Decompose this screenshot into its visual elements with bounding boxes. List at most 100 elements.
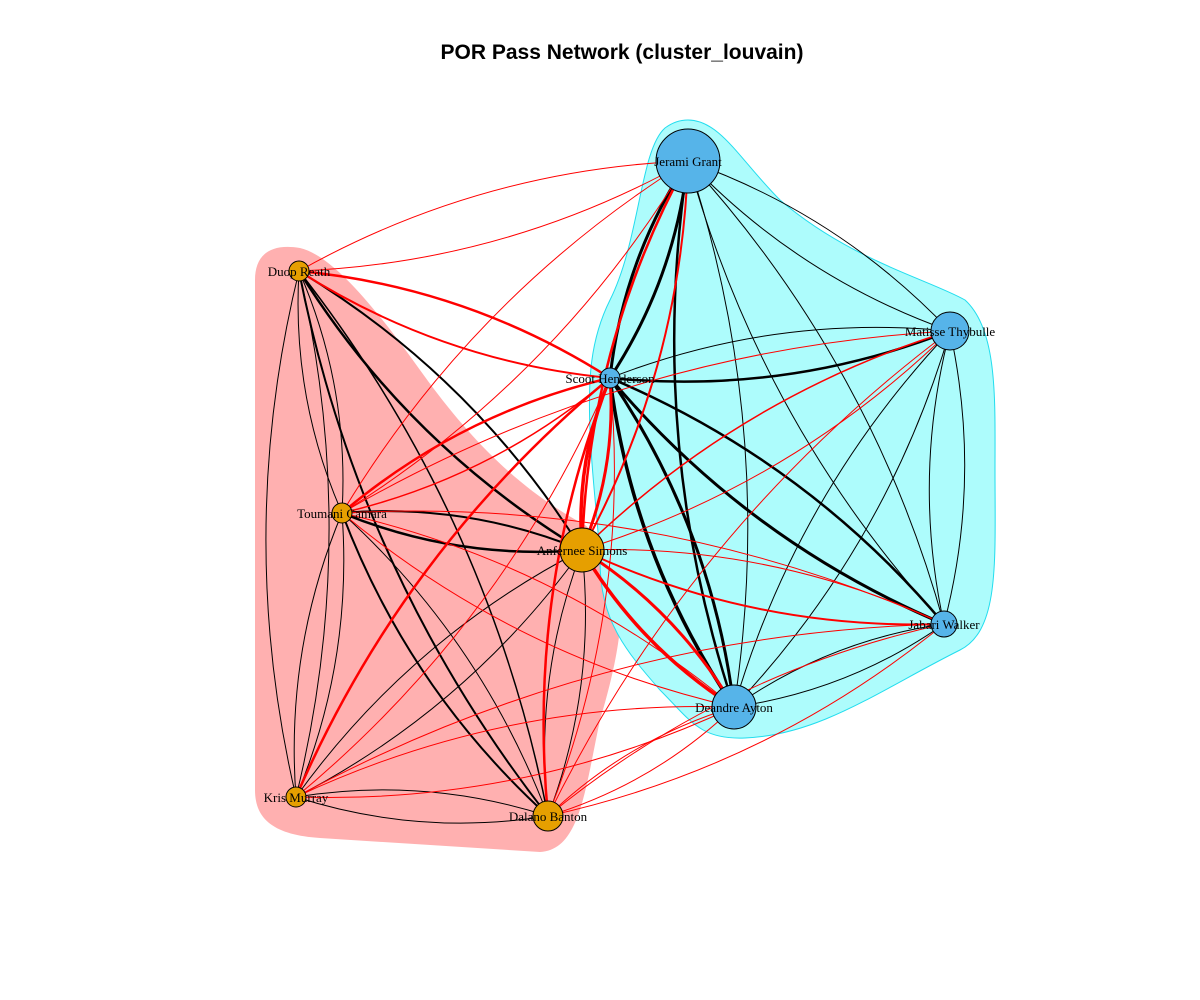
edge-grant-camara (341, 160, 689, 514)
edge-thybulle-camara (341, 330, 951, 514)
edge-murray-simons (295, 549, 583, 798)
node-circle-walker (930, 610, 958, 638)
node-circle-grant (655, 128, 721, 194)
edge-ayton-banton (547, 706, 735, 817)
edge-murray-reath (295, 270, 330, 798)
edge-murray-henderson (295, 377, 611, 798)
edge-banton-henderson (547, 377, 615, 817)
cluster-hull-b (588, 119, 996, 739)
edge-banton-simons (547, 549, 586, 817)
node-circle-reath (288, 260, 310, 282)
node-label-ayton: Deandre Ayton (695, 700, 773, 715)
edge-ayton-camara (341, 512, 735, 708)
node-murray: Kris Murray (264, 786, 329, 808)
edge-thybulle-grant (687, 160, 951, 332)
edge-banton-murray (295, 789, 549, 817)
node-circle-henderson (599, 367, 621, 389)
edge-henderson-thybulle (609, 329, 951, 383)
edge-grant-walker (687, 160, 945, 625)
edge-walker-camara (341, 510, 945, 625)
edge-thybulle-simons (581, 330, 951, 551)
edge-henderson-banton (542, 377, 612, 817)
node-camara: Toumani Camara (297, 502, 387, 524)
edge-reath-henderson (298, 270, 611, 379)
edge-camara-reath (298, 270, 344, 514)
edge-simons-murray (295, 549, 583, 798)
edge-thybulle-ayton (733, 330, 951, 708)
node-henderson: Scoot Henderson (565, 367, 655, 389)
node-reath: Duop Reath (268, 260, 331, 282)
node-label-walker: Jabari Walker (908, 617, 980, 632)
node-label-murray: Kris Murray (264, 790, 329, 805)
edge-henderson-murray (294, 377, 611, 798)
edge-reath-grant (298, 160, 689, 272)
node-label-henderson: Scoot Henderson (565, 371, 655, 386)
edge-grant-ayton (672, 160, 736, 708)
node-thybulle: Matisse Thybulle (905, 311, 996, 351)
edge-walker-ayton (733, 623, 945, 708)
node-banton: Dalano Banton (509, 800, 588, 832)
edge-henderson-walker (608, 377, 945, 626)
node-circle-murray (285, 786, 307, 808)
edge-camara-banton (341, 512, 549, 817)
node-walker: Jabari Walker (908, 610, 980, 638)
node-circle-simons (559, 527, 605, 573)
edge-simons-grant (581, 160, 689, 551)
edge-reath-banton (298, 270, 549, 817)
edge-murray-ayton (295, 706, 735, 799)
edge-simons-reath (298, 270, 583, 551)
cluster-hulls (255, 119, 996, 852)
node-label-thybulle: Matisse Thybulle (905, 324, 996, 339)
edge-murray-banton (295, 796, 549, 824)
edge-simons-ayton (580, 549, 735, 709)
edge-grant-thybulle (687, 160, 951, 332)
node-label-reath: Duop Reath (268, 264, 331, 279)
edge-reath-murray (265, 270, 300, 798)
edge-thybulle-banton (547, 330, 951, 817)
edge-ayton-thybulle (733, 330, 951, 708)
edge-grant-reath (298, 160, 689, 272)
edge-simons-walker (581, 549, 945, 626)
edge-ayton-murray (295, 705, 735, 798)
edge-walker-murray (295, 623, 945, 798)
node-ayton: Deandre Ayton (695, 684, 773, 730)
node-circle-thybulle (930, 311, 970, 351)
node-label-camara: Toumani Camara (297, 506, 387, 521)
chart-title: POR Pass Network (cluster_louvain) (441, 41, 804, 64)
edge-banton-camara (341, 512, 549, 817)
node-circle-ayton (711, 684, 757, 730)
edge-camara-grant (341, 160, 689, 514)
edge-walker-thybulle (943, 330, 966, 625)
node-grant: Jerami Grant (654, 128, 722, 194)
edge-thybulle-henderson (609, 326, 951, 379)
edge-walker-grant (687, 160, 945, 625)
node-label-banton: Dalano Banton (509, 809, 588, 824)
edge-banton-walker (547, 623, 945, 817)
node-label-simons: Anfernee Simons (537, 543, 628, 558)
edge-ayton-grant (687, 160, 749, 708)
edge-grant-simons (580, 160, 690, 551)
edge-layer (265, 160, 966, 824)
edge-camara-murray (293, 512, 343, 798)
edge-henderson-reath (298, 269, 611, 380)
edge-ayton-simons (581, 548, 736, 708)
edge-reath-camara (297, 270, 343, 514)
edge-camara-simons (341, 511, 583, 554)
edge-murray-camara (295, 512, 345, 798)
edge-henderson-camara (341, 376, 611, 514)
node-simons: Anfernee Simons (537, 527, 628, 573)
edge-banton-reath (298, 270, 549, 817)
cluster-hull-a (255, 246, 621, 852)
node-label-grant: Jerami Grant (654, 154, 722, 169)
edge-thybulle-walker (928, 330, 951, 625)
node-circle-banton (532, 800, 564, 832)
edge-camara-henderson (341, 377, 611, 514)
edge-banton-ayton (547, 706, 735, 817)
node-circle-camara (331, 502, 353, 524)
edge-ayton-walker (733, 623, 945, 708)
edge-ayton-henderson (608, 377, 736, 708)
edge-walker-henderson (609, 376, 945, 625)
edge-camara-ayton (341, 512, 735, 708)
